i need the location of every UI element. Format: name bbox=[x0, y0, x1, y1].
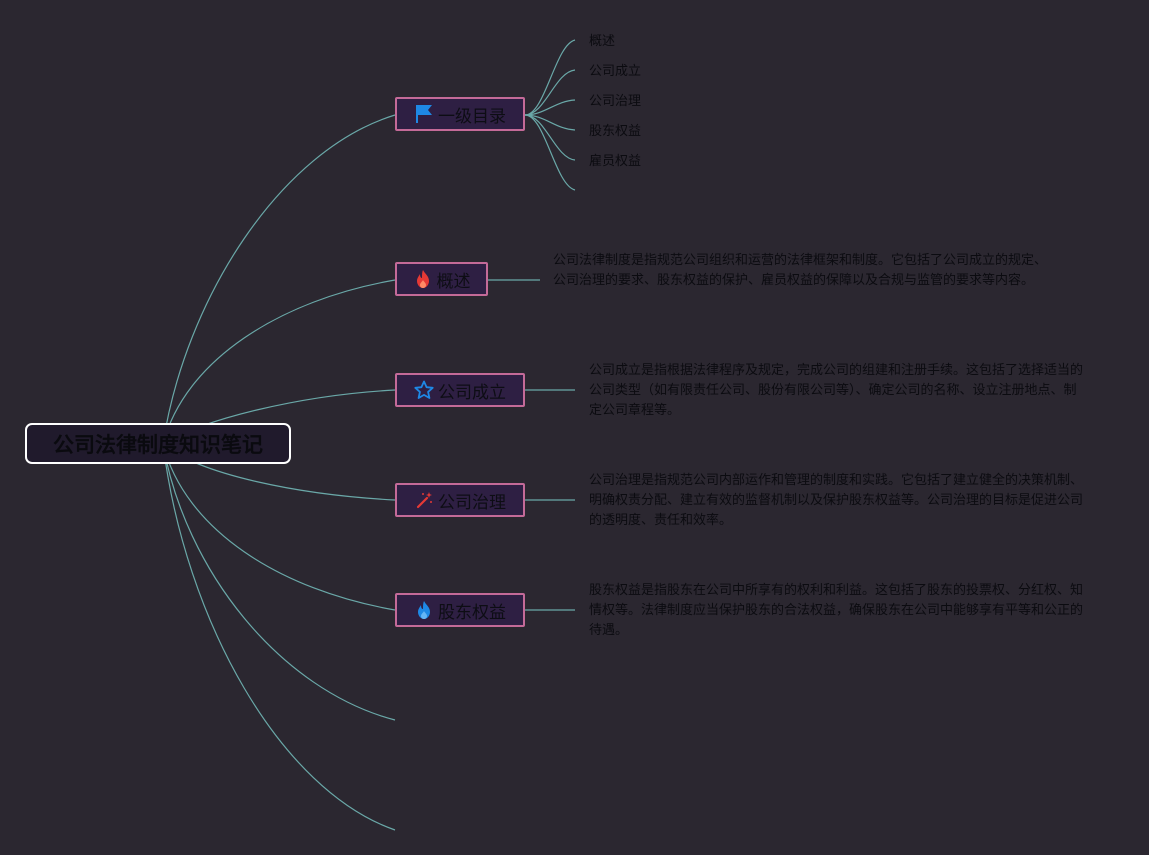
flame-blue-icon bbox=[414, 600, 434, 620]
toc-item-governance[interactable]: 公司治理 bbox=[589, 94, 642, 109]
star-icon bbox=[414, 380, 434, 400]
branch-shareholder-label: 股东权益 bbox=[438, 602, 506, 623]
desc-overview[interactable]: 公司法律制度是指规范公司组织和运营的法律框架和制度。它包括了公司成立的规定、公司… bbox=[553, 253, 1048, 288]
connector-toc-item-1 bbox=[524, 39, 576, 116]
connector-toc-item-5 bbox=[524, 114, 576, 161]
root-node-label: 公司法律制度知识笔记 bbox=[53, 432, 263, 457]
flag-icon bbox=[414, 104, 434, 124]
branch-governance-label: 公司治理 bbox=[438, 492, 506, 513]
toc-item-formation[interactable]: 公司成立 bbox=[589, 64, 642, 79]
connector-toc-item-3 bbox=[524, 99, 576, 116]
connector-toc-item-2 bbox=[524, 69, 576, 116]
toc-item-shareholder[interactable]: 股东权益 bbox=[589, 124, 642, 139]
branch-shareholder[interactable]: 股东权益 bbox=[395, 593, 525, 627]
desc-shareholder[interactable]: 股东权益是指股东在公司中所享有的权利和利益。这包括了股东的投票权、分红权、知情权… bbox=[589, 583, 1084, 638]
connector-root-toc bbox=[162, 114, 396, 445]
connector-toc-item-6 bbox=[524, 114, 576, 191]
connector-root-shareholder bbox=[162, 443, 396, 611]
branch-formation-label: 公司成立 bbox=[438, 382, 506, 403]
toc-item-overview[interactable]: 概述 bbox=[589, 34, 616, 49]
desc-governance[interactable]: 公司治理是指规范公司内部运作和管理的制度和实践。它包括了建立健全的决策机制、明确… bbox=[589, 473, 1084, 528]
root-node[interactable]: 公司法律制度知识笔记 bbox=[25, 423, 291, 464]
branch-toc-label: 一级目录 bbox=[438, 106, 506, 127]
branch-governance[interactable]: 公司治理 bbox=[395, 483, 525, 517]
branch-overview[interactable]: 概述 bbox=[395, 262, 488, 296]
branch-overview-label: 概述 bbox=[436, 271, 471, 292]
desc-formation[interactable]: 公司成立是指根据法律程序及规定，完成公司的组建和注册手续。这包括了选择适当的公司… bbox=[589, 363, 1084, 418]
branch-formation[interactable]: 公司成立 bbox=[395, 373, 525, 407]
connector-root-empty-1 bbox=[162, 443, 396, 721]
magic-wand-icon bbox=[414, 490, 434, 510]
connector-root-empty-2 bbox=[162, 443, 396, 831]
branch-toc[interactable]: 一级目录 bbox=[395, 97, 525, 131]
fire-icon bbox=[413, 269, 433, 289]
connector-root-overview bbox=[162, 279, 396, 445]
toc-item-employee[interactable]: 雇员权益 bbox=[589, 154, 642, 169]
